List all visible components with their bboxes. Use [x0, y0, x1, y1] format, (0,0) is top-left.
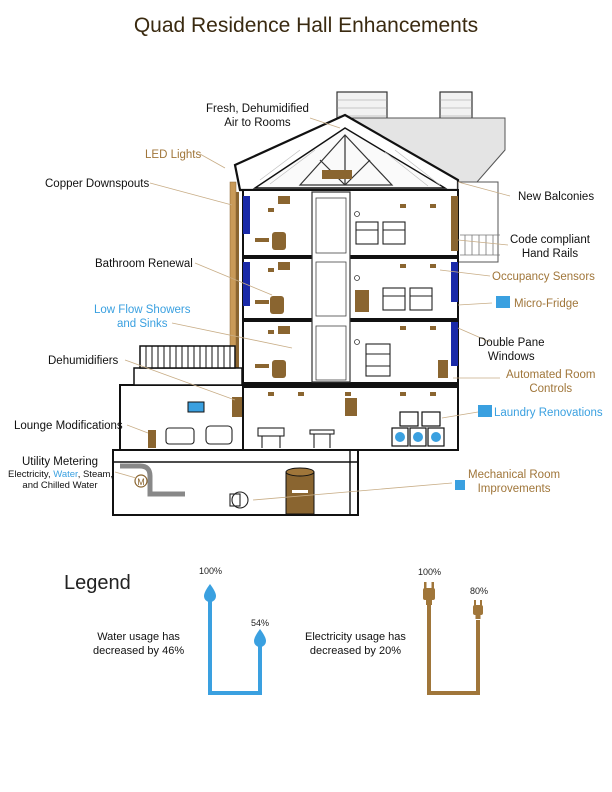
lounge-wing [119, 384, 244, 451]
elec-top-pct: 100% [418, 567, 442, 577]
elec-low-pct: 80% [470, 586, 489, 596]
legend-title: Legend [64, 572, 131, 594]
laundry-machines [391, 411, 445, 447]
water-drop-icon [254, 629, 266, 647]
label-utility-metering: Utility Metering Electricity, Water, Ste… [8, 456, 114, 491]
electricity-usage-line [427, 605, 480, 695]
utility-pipe [120, 463, 185, 497]
tv [187, 401, 205, 413]
label-led-lights: LED Lights [145, 149, 202, 161]
label-new-balconies: New Balconies [518, 191, 595, 203]
fan-unit [229, 491, 249, 509]
plug-icon [423, 582, 435, 605]
label-laundry: Laundry Renovations [494, 407, 603, 419]
water-top-pct: 100% [199, 566, 223, 576]
ventilation-unit [322, 170, 352, 179]
leader-lines [114, 117, 511, 501]
water-drop-icon [204, 584, 216, 602]
energy-star-badges [455, 296, 510, 490]
label-micro-fridge: Micro-Fridge [514, 298, 579, 310]
label-bathroom-renewal: Bathroom Renewal [95, 258, 193, 270]
page-title: Quad Residence Hall Enhancements [133, 14, 479, 37]
water-usage-line [208, 596, 262, 695]
water-low-pct: 54% [251, 618, 270, 628]
meter-icon [134, 474, 148, 488]
label-dehumidifiers: Dehumidifiers [48, 355, 119, 367]
basement [112, 449, 359, 516]
meter-letter: M [137, 477, 145, 487]
bathroom-fixtures [255, 232, 286, 378]
plug-icon [473, 600, 483, 619]
dehumidifier [232, 397, 242, 417]
elevator-shaft [311, 191, 351, 383]
new-balcony [457, 181, 499, 263]
label-copper-downspouts: Copper Downspouts [45, 178, 150, 190]
label-occupancy-sensors: Occupancy Sensors [492, 271, 595, 283]
beds [355, 221, 433, 377]
label-lounge-modifications: Lounge Modifications [14, 420, 123, 432]
residence-hall-diagram: M [112, 91, 511, 516]
